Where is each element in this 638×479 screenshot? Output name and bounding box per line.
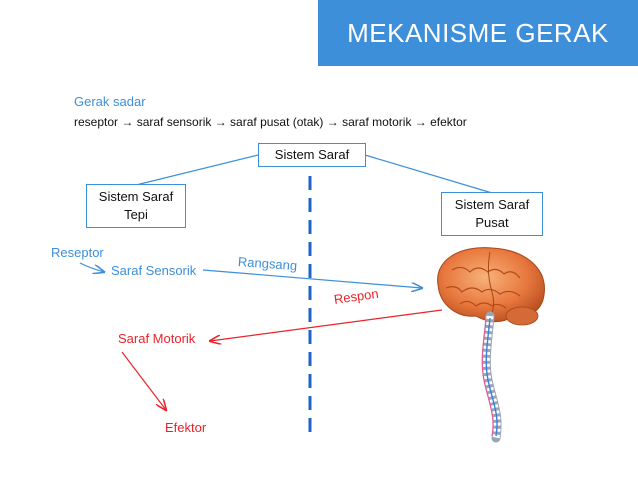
node-tepi-line2: Tepi <box>124 207 148 222</box>
brain-and-spinal-cord-icon <box>430 240 550 450</box>
node-sistem-saraf-label: Sistem Saraf <box>274 147 350 162</box>
arrow-rangsang <box>202 269 422 288</box>
arrow-respon <box>210 309 443 341</box>
label-saraf-sensorik: Saraf Sensorik <box>111 263 197 278</box>
page-title: MEKANISME GERAK <box>347 17 609 48</box>
flow-description: reseptor → saraf sensorik → saraf pusat … <box>74 115 467 129</box>
node-sistem-saraf: Sistem Saraf <box>258 143 366 167</box>
label-reseptor: Reseptor <box>51 245 104 260</box>
tree-line-right <box>364 154 493 194</box>
node-sistem-saraf-pusat: Sistem Saraf Pusat <box>441 192 543 236</box>
title-banner: MEKANISME GERAK <box>318 0 638 66</box>
node-sistem-saraf-tepi: Sistem Saraf Tepi <box>86 184 186 228</box>
label-efektor: Efektor <box>165 420 207 435</box>
tree-line-left <box>135 154 259 186</box>
arrow-reseptor-to-sensorik <box>79 262 104 272</box>
node-tepi-line1: Sistem Saraf <box>98 189 174 204</box>
label-saraf-motorik: Saraf Motorik <box>118 331 196 346</box>
subtitle: Gerak sadar <box>74 94 146 109</box>
node-pusat-line1: Sistem Saraf <box>454 197 530 212</box>
arrow-motorik-to-efektor <box>121 351 166 410</box>
node-pusat-line2: Pusat <box>475 215 509 230</box>
